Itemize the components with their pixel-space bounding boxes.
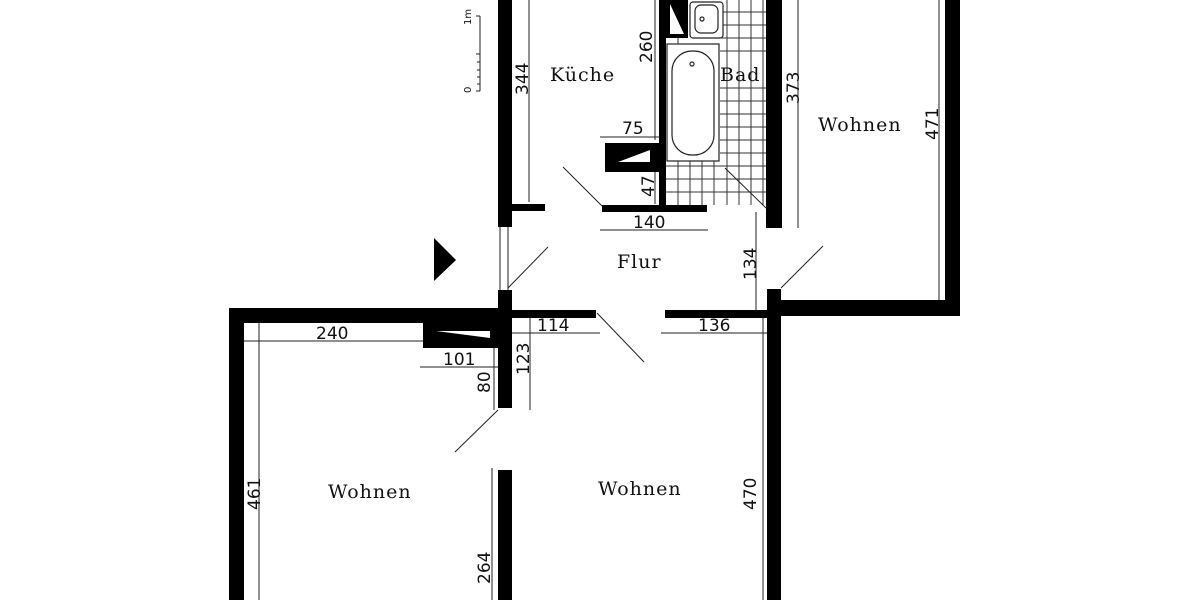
dim-wall-segment: 123 [514, 343, 534, 375]
wall-flur-bottom-left [498, 310, 596, 318]
dim-bad-height: 373 [784, 72, 804, 104]
door-ne [780, 245, 824, 289]
room-label-kueche: Küche [550, 64, 615, 86]
dimension-lines [244, 0, 940, 600]
door-entry [507, 246, 549, 289]
wall-sw-left [229, 308, 244, 600]
dim-wohnen-ne-height: 471 [923, 108, 943, 140]
wall-ne-bottom [767, 300, 960, 316]
dim-flur-right: 134 [741, 248, 761, 280]
dim-flur-bottom-left: 114 [537, 316, 569, 336]
wall-kitchen-bath [659, 0, 666, 211]
wall-sw-top [229, 308, 512, 323]
scale-zero-label: 0 [463, 87, 474, 93]
door-sw [454, 409, 499, 453]
room-label-bad: Bad [720, 64, 760, 86]
wall-bath-right [766, 0, 782, 228]
room-label-wohnen-sw: Wohnen [328, 481, 412, 503]
dim-wohnen-sw-height: 461 [245, 478, 265, 510]
door-south [596, 312, 645, 363]
wall-ne-right [945, 0, 960, 316]
dim-wohnen-sw-width: 240 [316, 324, 348, 344]
room-label-wohnen-ne: Wohnen [818, 114, 902, 136]
dim-flur-bottom-right: 136 [698, 316, 730, 336]
wall-flur-top [602, 205, 707, 212]
door-kitchen [562, 166, 603, 207]
wall-lower-partition [498, 470, 512, 600]
wall-kitchen-bottom-stub [498, 204, 545, 211]
door-swings [454, 166, 824, 453]
wall-center-right [767, 289, 781, 600]
room-label-wohnen-s: Wohnen [598, 478, 682, 500]
scale-bar: 0 1m [463, 9, 481, 93]
wall-flur-bottom-right [665, 310, 775, 318]
entrance-arrow-icon [434, 238, 456, 281]
dim-niche-width: 101 [443, 350, 475, 370]
room-labels: Küche Bad Wohnen Flur Wohnen Wohnen [328, 64, 902, 503]
bathroom-fixtures [666, 0, 767, 209]
walls [229, 0, 960, 600]
scale-meter-label: 1m [463, 9, 474, 25]
dim-flur-top: 140 [633, 213, 665, 233]
dim-opening-height: 264 [475, 552, 495, 584]
dim-kueche-height: 344 [513, 63, 533, 95]
wall-center-left [498, 290, 512, 408]
dim-wohnen-s-height: 470 [741, 478, 761, 510]
dim-niche-depth: 80 [475, 371, 495, 393]
dimension-labels: 344 260 75 47 140 373 471 134 114 136 24… [245, 31, 943, 584]
dim-kueche-niche-depth: 47 [639, 175, 659, 197]
dim-kueche-right: 260 [637, 31, 657, 63]
wall-kitchen-left [498, 0, 512, 227]
dim-kueche-niche-width: 75 [622, 119, 644, 139]
room-label-flur: Flur [617, 251, 662, 273]
